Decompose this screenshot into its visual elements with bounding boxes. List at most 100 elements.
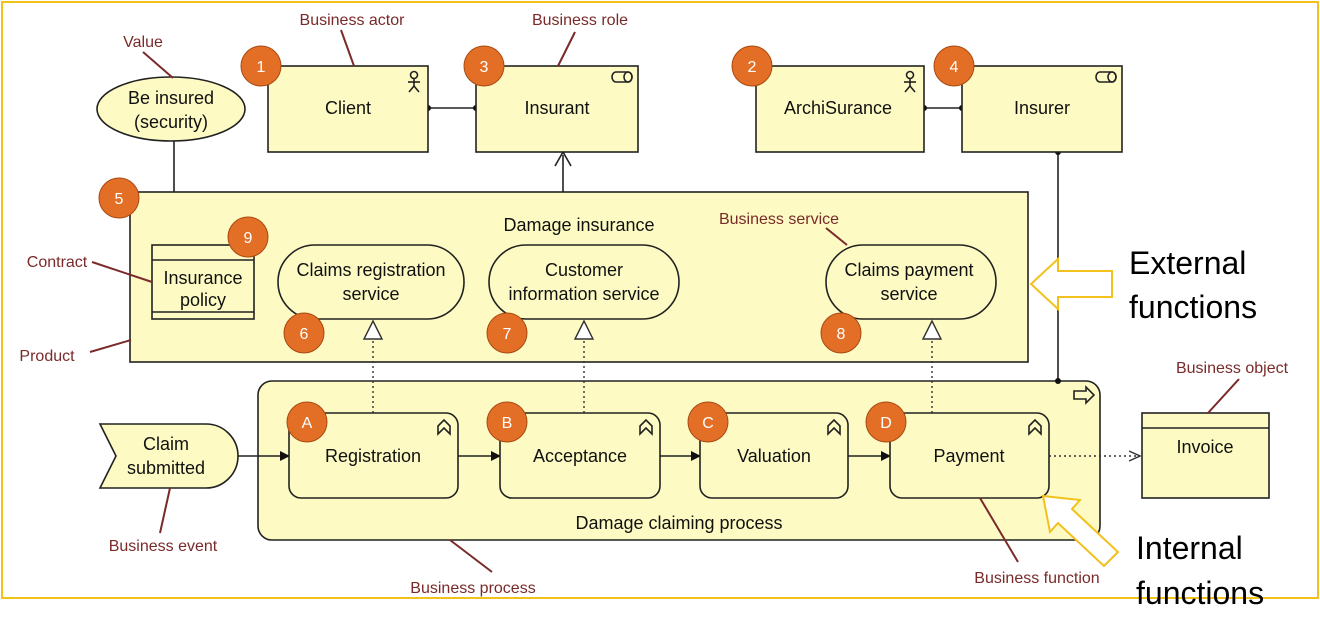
value-be-insured-line1: Be insured xyxy=(128,88,214,108)
link-dot xyxy=(1055,378,1061,384)
annotation-business-process: Business process xyxy=(410,580,535,597)
badge-4: 4 xyxy=(933,45,975,87)
customer-information-service-line2: information service xyxy=(508,284,659,304)
pointer xyxy=(825,227,848,246)
badge-8-text: 8 xyxy=(837,326,846,343)
registration-label: Registration xyxy=(325,446,421,466)
claim-submitted-line2: submitted xyxy=(127,458,205,478)
annotation-contract: Contract xyxy=(27,254,88,271)
external-callout-line2: functions xyxy=(1129,289,1257,325)
outer-frame xyxy=(1,1,1319,599)
badge-b: B xyxy=(486,401,528,443)
claims-registration-service-line1: Claims registration xyxy=(296,260,445,280)
claims-registration-service-line2: service xyxy=(342,284,399,304)
internal-callout-arrow xyxy=(1041,494,1120,568)
pointer xyxy=(159,487,171,534)
badge-b-text: B xyxy=(502,415,513,432)
claims-payment-service[interactable] xyxy=(825,244,997,320)
annotation-value: Value xyxy=(123,34,163,51)
badge-7-text: 7 xyxy=(503,326,512,343)
badge-6: 6 xyxy=(283,312,325,354)
realization-triangle xyxy=(362,319,384,340)
claims-registration-service[interactable] xyxy=(277,244,465,320)
badge-5-text: 5 xyxy=(115,191,124,208)
realization-triangle xyxy=(921,319,943,340)
insurer-label: Insurer xyxy=(1014,98,1070,118)
function-chevron-icon xyxy=(827,418,841,436)
pointer xyxy=(89,339,132,353)
client-actor[interactable] xyxy=(267,65,429,153)
badge-d-text: D xyxy=(880,415,892,432)
value-be-insured-line2: (security) xyxy=(134,112,208,132)
badge-3-text: 3 xyxy=(480,59,489,76)
actor-stick-figure-icon xyxy=(904,70,916,93)
internal-callout-line2: functions xyxy=(1136,575,1264,611)
payment-label: Payment xyxy=(933,446,1004,466)
annotation-business-actor: Business actor xyxy=(300,12,406,29)
role-cylinder-icon xyxy=(1095,71,1117,83)
badge-a-text: A xyxy=(302,415,313,432)
archisurance-actor[interactable] xyxy=(755,65,925,153)
pointer xyxy=(979,497,1019,563)
badge-c: C xyxy=(687,401,729,443)
function-chevron-icon xyxy=(1028,418,1042,436)
insurance-policy-line2: policy xyxy=(180,290,226,310)
actor-stick-figure-icon xyxy=(408,70,420,93)
function-chevron-icon xyxy=(437,418,451,436)
pointer xyxy=(91,261,153,283)
invoice-object[interactable] xyxy=(1141,412,1270,499)
badge-9-text: 9 xyxy=(244,230,253,247)
badge-5: 5 xyxy=(98,177,140,219)
badge-a: A xyxy=(286,401,328,443)
insurant-role[interactable] xyxy=(475,65,639,153)
internal-callout-line1: Internal xyxy=(1136,530,1243,566)
pointer xyxy=(142,51,174,79)
claims-payment-service-line2: service xyxy=(880,284,937,304)
badge-d: D xyxy=(865,401,907,443)
annotation-product: Product xyxy=(19,348,75,365)
badge-6-text: 6 xyxy=(300,326,309,343)
damage-insurance-label: Damage insurance xyxy=(503,215,654,235)
invoice-label: Invoice xyxy=(1176,437,1233,457)
acceptance-label: Acceptance xyxy=(533,446,627,466)
archisurance-label: ArchiSurance xyxy=(784,98,892,118)
annotation-business-function: Business function xyxy=(974,570,1099,587)
valuation-function[interactable] xyxy=(699,412,849,499)
pointer xyxy=(340,29,355,67)
customer-information-service-line1: Customer xyxy=(545,260,623,280)
claim-submitted-line1: Claim xyxy=(143,434,189,454)
annotation-business-service: Business service xyxy=(719,211,839,228)
external-callout-arrow xyxy=(1029,256,1113,312)
payment-function[interactable] xyxy=(889,412,1050,499)
pointer xyxy=(1207,378,1240,414)
badge-1-text: 1 xyxy=(257,59,266,76)
customer-information-service[interactable] xyxy=(488,244,680,320)
function-chevron-icon xyxy=(639,418,653,436)
registration-function[interactable] xyxy=(288,412,459,499)
damage-claiming-process-label: Damage claiming process xyxy=(575,513,782,533)
client-label: Client xyxy=(325,98,371,118)
insurance-policy-line1: Insurance xyxy=(163,268,242,288)
insurance-policy-contract[interactable] xyxy=(151,244,255,320)
process-arrow-icon xyxy=(1073,385,1096,405)
claim-submitted-event[interactable] xyxy=(98,423,239,489)
valuation-label: Valuation xyxy=(737,446,811,466)
annotation-business-object: Business object xyxy=(1176,360,1289,377)
acceptance-function[interactable] xyxy=(499,412,661,499)
badge-2: 2 xyxy=(731,45,773,87)
badge-8: 8 xyxy=(820,312,862,354)
pointer xyxy=(449,539,493,573)
insurer-role[interactable] xyxy=(961,65,1123,153)
annotation-business-event: Business event xyxy=(109,538,218,555)
badge-3: 3 xyxy=(463,45,505,87)
badge-9: 9 xyxy=(227,216,269,258)
role-cylinder-icon xyxy=(611,71,633,83)
pointer xyxy=(557,31,576,67)
external-callout-line1: External xyxy=(1129,245,1246,281)
realization-triangle xyxy=(573,319,595,340)
badge-7: 7 xyxy=(486,312,528,354)
badge-1: 1 xyxy=(240,45,282,87)
annotation-business-role: Business role xyxy=(532,12,628,29)
